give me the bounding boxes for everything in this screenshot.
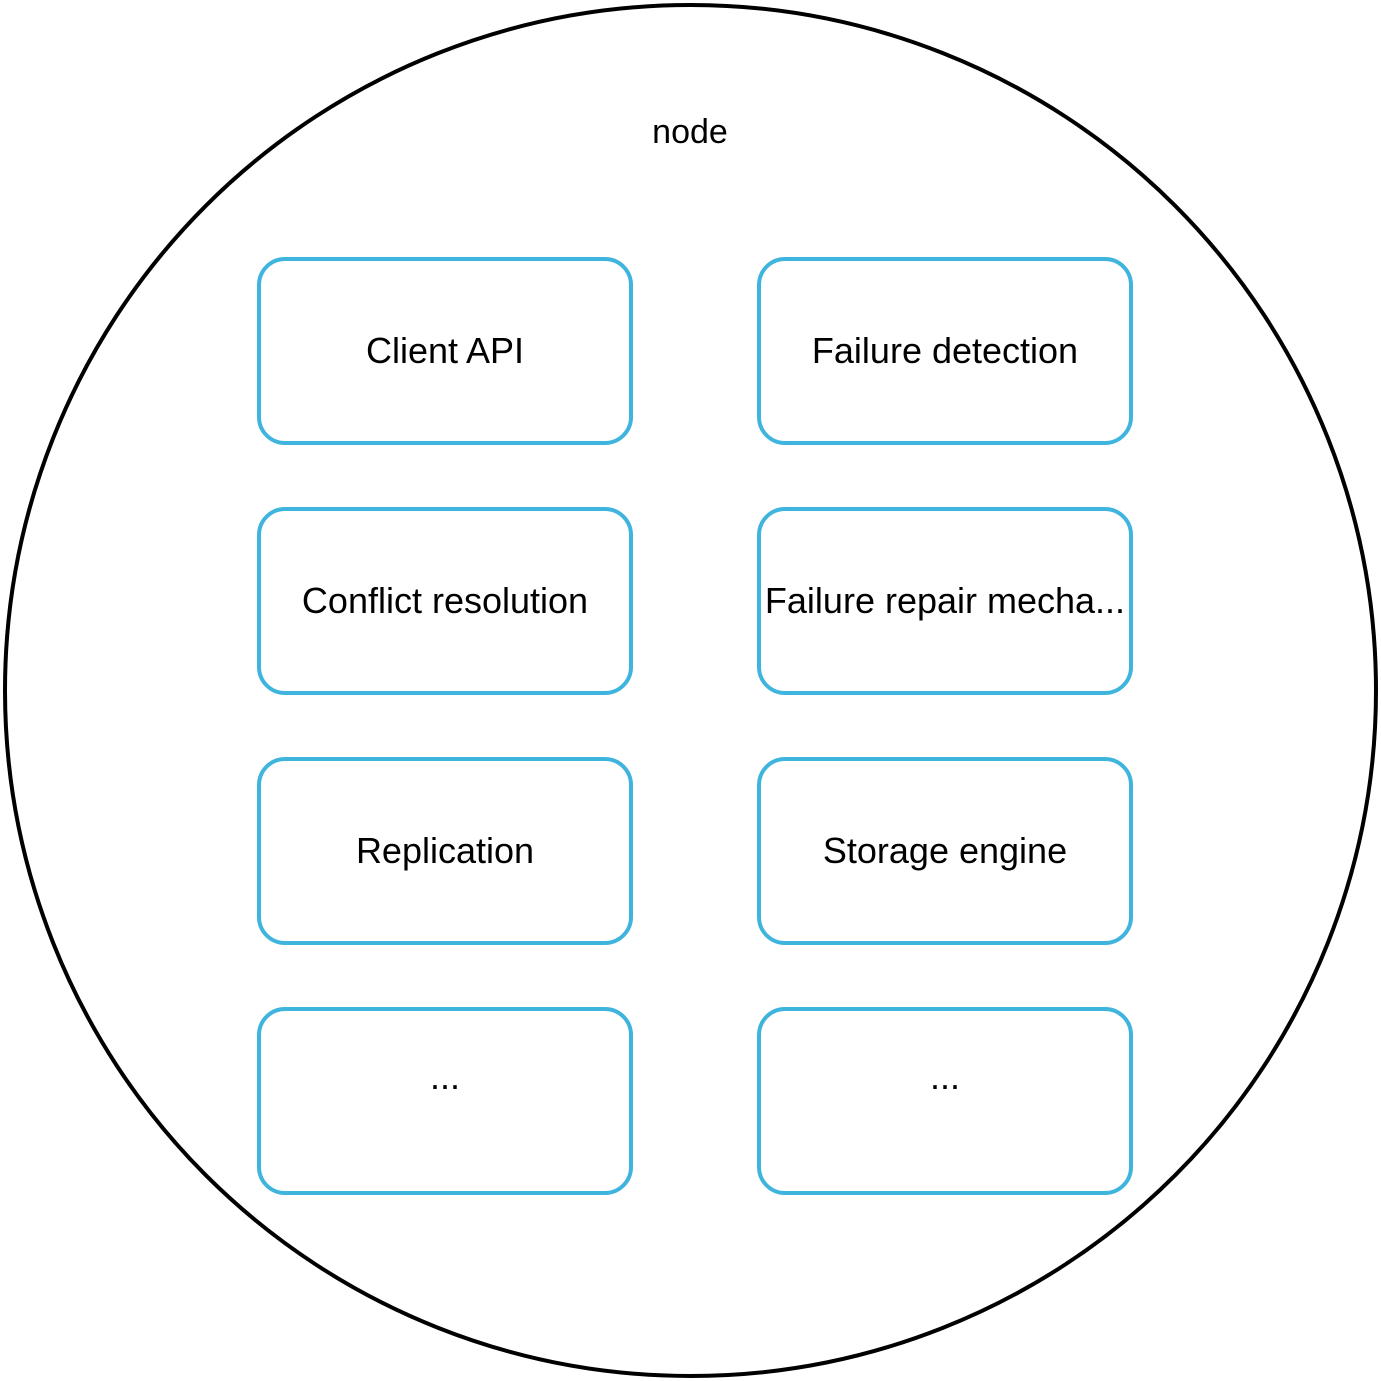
component-conflict-resolution: Conflict resolution [257,507,633,695]
component-failure-detection: Failure detection [757,257,1133,445]
component-label: Failure detection [811,330,1079,371]
component-ellipsis-right: ... [757,1007,1133,1195]
node-label: node [652,113,728,151]
node-circle [3,3,1378,1378]
component-label: ... [429,1056,460,1097]
component-storage-engine: Storage engine [757,757,1133,945]
component-label: ... [929,1056,960,1097]
component-client-api: Client API [257,257,633,445]
component-label: Client API [365,330,525,371]
component-label: Failure repair mecha... [764,580,1126,621]
component-failure-repair: Failure repair mecha... [757,507,1133,695]
component-replication: Replication [257,757,633,945]
component-ellipsis-left: ... [257,1007,633,1195]
component-label: Storage engine [822,830,1068,871]
component-label: Replication [355,830,535,871]
component-label: Conflict resolution [301,580,589,621]
